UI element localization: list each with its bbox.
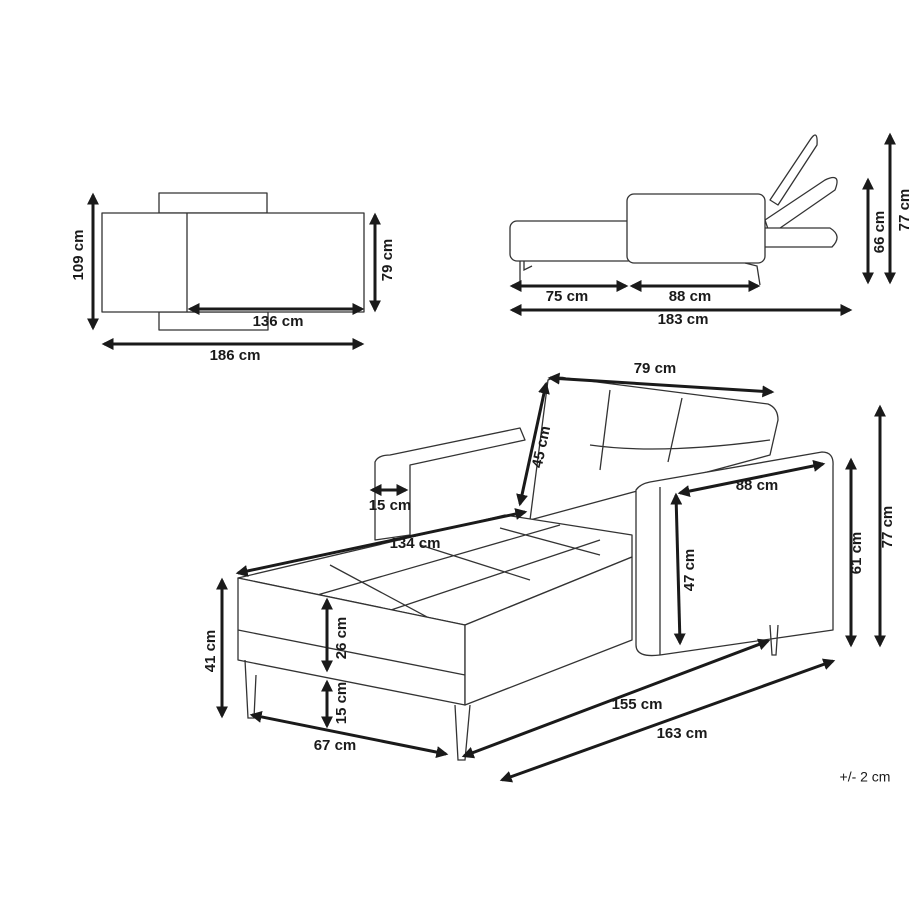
label-134: 134 cm bbox=[390, 535, 441, 552]
side-leg-back bbox=[744, 262, 761, 286]
label-77-side: 77 cm bbox=[896, 189, 913, 232]
label-61: 61 cm bbox=[848, 532, 865, 575]
label-79: 79 cm bbox=[634, 360, 677, 377]
label-15-leg: 15 cm bbox=[333, 682, 350, 725]
label-75: 75 cm bbox=[546, 288, 589, 305]
arrow-88 bbox=[677, 460, 826, 497]
label-77: 77 cm bbox=[879, 506, 896, 549]
side-view: 75 cm 88 cm 183 cm 66 cm 77 cm bbox=[509, 132, 913, 328]
label-88: 88 cm bbox=[736, 477, 779, 494]
arrow-134 bbox=[235, 508, 528, 577]
arrow-79 bbox=[547, 372, 775, 398]
side-back bbox=[626, 193, 766, 264]
backrest-tufting bbox=[589, 389, 771, 471]
recline-flat bbox=[759, 227, 838, 248]
perspective-view: 79 cm 45 cm 15 cm 134 cm 88 cm 47 cm 61 … bbox=[202, 360, 896, 783]
label-26: 26 cm bbox=[333, 617, 350, 660]
label-41: 41 cm bbox=[202, 630, 219, 673]
arrow-45 bbox=[516, 381, 550, 507]
recline-mid bbox=[764, 176, 838, 236]
label-186: 186 cm bbox=[210, 347, 261, 364]
plan-view: 109 cm 79 cm 136 cm 186 cm bbox=[70, 192, 396, 364]
arrow-163 bbox=[499, 658, 836, 783]
label-109: 109 cm bbox=[70, 230, 87, 281]
label-47: 47 cm bbox=[681, 549, 698, 592]
label-136: 136 cm bbox=[253, 313, 304, 330]
label-88-side: 88 cm bbox=[669, 288, 712, 305]
label-66: 66 cm bbox=[871, 211, 888, 254]
plan-body bbox=[101, 212, 365, 313]
seat-seam bbox=[237, 629, 466, 676]
tolerance-note: +/- 2 cm bbox=[840, 769, 891, 785]
plan-backrest-top bbox=[158, 192, 268, 214]
label-155: 155 cm bbox=[612, 696, 663, 713]
side-leg-front bbox=[519, 261, 533, 282]
label-15-arm: 15 cm bbox=[369, 497, 412, 514]
side-seat bbox=[509, 220, 636, 262]
label-79-plan: 79 cm bbox=[379, 239, 396, 282]
label-183: 183 cm bbox=[658, 311, 709, 328]
recline-upright bbox=[769, 134, 818, 206]
left-armrest bbox=[374, 427, 526, 541]
label-67: 67 cm bbox=[314, 737, 357, 754]
arrow-67 bbox=[249, 711, 449, 758]
label-163: 163 cm bbox=[657, 725, 708, 742]
arrow-47 bbox=[670, 492, 686, 646]
